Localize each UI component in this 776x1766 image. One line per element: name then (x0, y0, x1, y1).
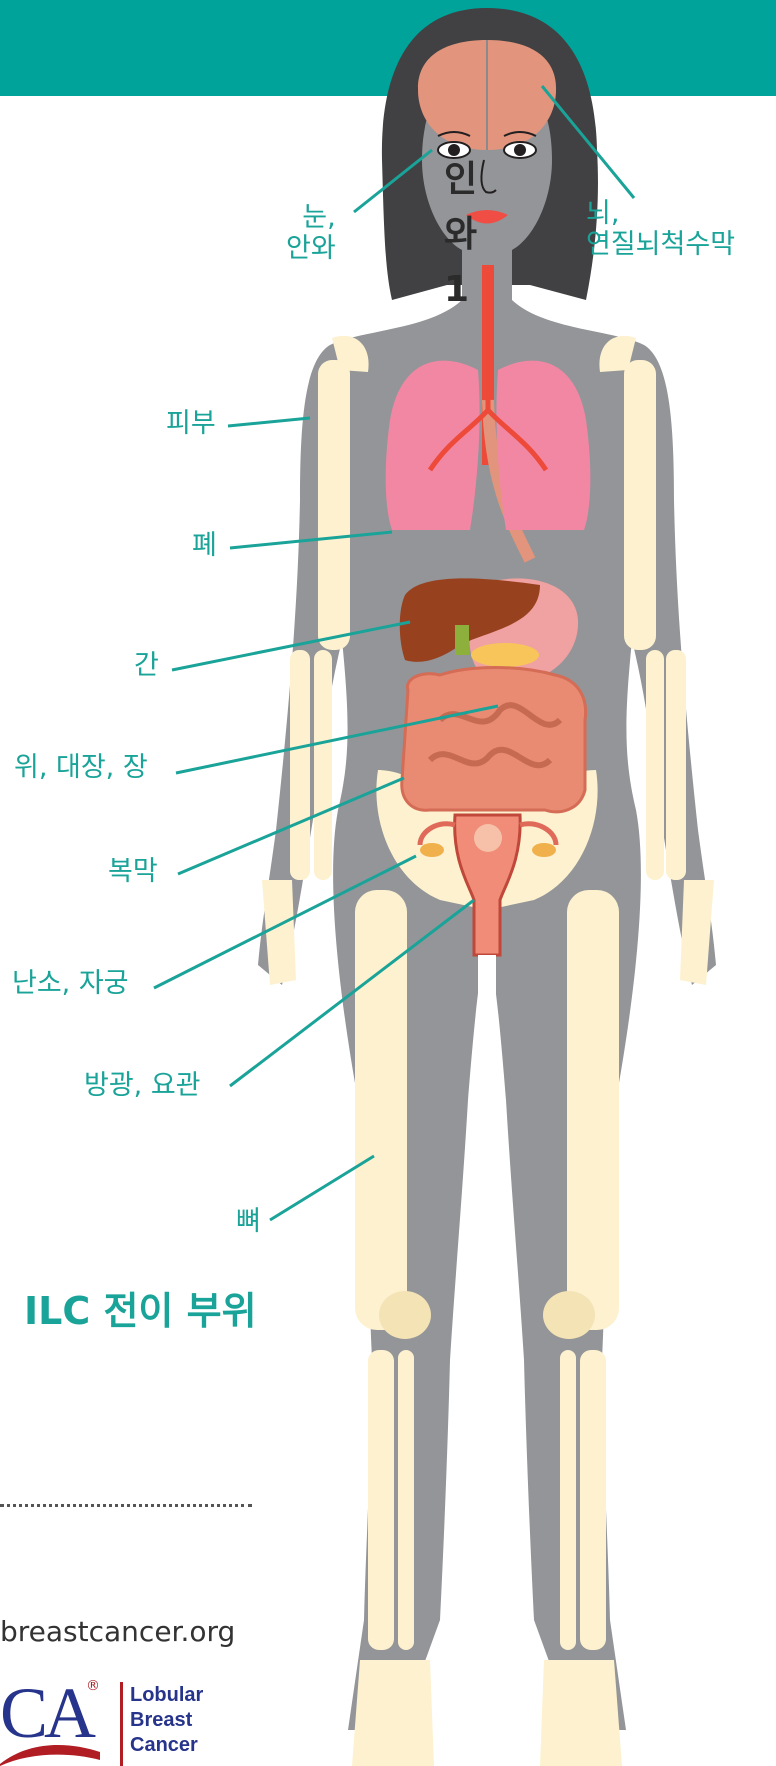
label-brain-line-1: 뇌, (586, 198, 735, 229)
label-skin: 피부 (166, 408, 216, 439)
logo-word-3: Cancer (130, 1733, 203, 1758)
label-brain-line-2: 연질뇌척수막 (586, 229, 735, 260)
label-peritoneum: 복막 (108, 856, 158, 887)
label-gi: 위, 대장, 장 (14, 752, 148, 783)
label-eye-line-1: 눈, (286, 202, 336, 233)
logo-letters: CA (0, 1672, 92, 1755)
label-bladder-ureter: 방광, 요관 (84, 1070, 201, 1101)
logo-divider (120, 1682, 123, 1766)
label-lung: 폐 (192, 530, 217, 561)
label-eye-line-2: 안와 (286, 233, 336, 264)
intestines (402, 668, 586, 812)
cut-text-line-3: 1 (444, 272, 469, 308)
label-ovary-uterus: 난소, 자궁 (12, 968, 129, 999)
label-bone: 뼈 (236, 1206, 261, 1237)
cut-text-line-1: 인 (444, 162, 477, 198)
dotted-divider (0, 1500, 252, 1507)
label-eye: 눈, 안와 (286, 202, 336, 264)
website-url[interactable]: breastcancer.org (0, 1615, 235, 1648)
logo-word-1: Lobular (130, 1683, 203, 1708)
logo-wordmark: Lobular Breast Cancer (130, 1683, 203, 1758)
label-brain: 뇌, 연질뇌척수막 (586, 198, 735, 260)
logo-word-2: Breast (130, 1708, 203, 1733)
label-liver: 간 (134, 650, 159, 681)
cut-text-line-2: 와 (444, 217, 477, 253)
diagram-title: ILC 전이 부위 (24, 1280, 257, 1335)
registered-mark: ® (86, 1678, 100, 1694)
